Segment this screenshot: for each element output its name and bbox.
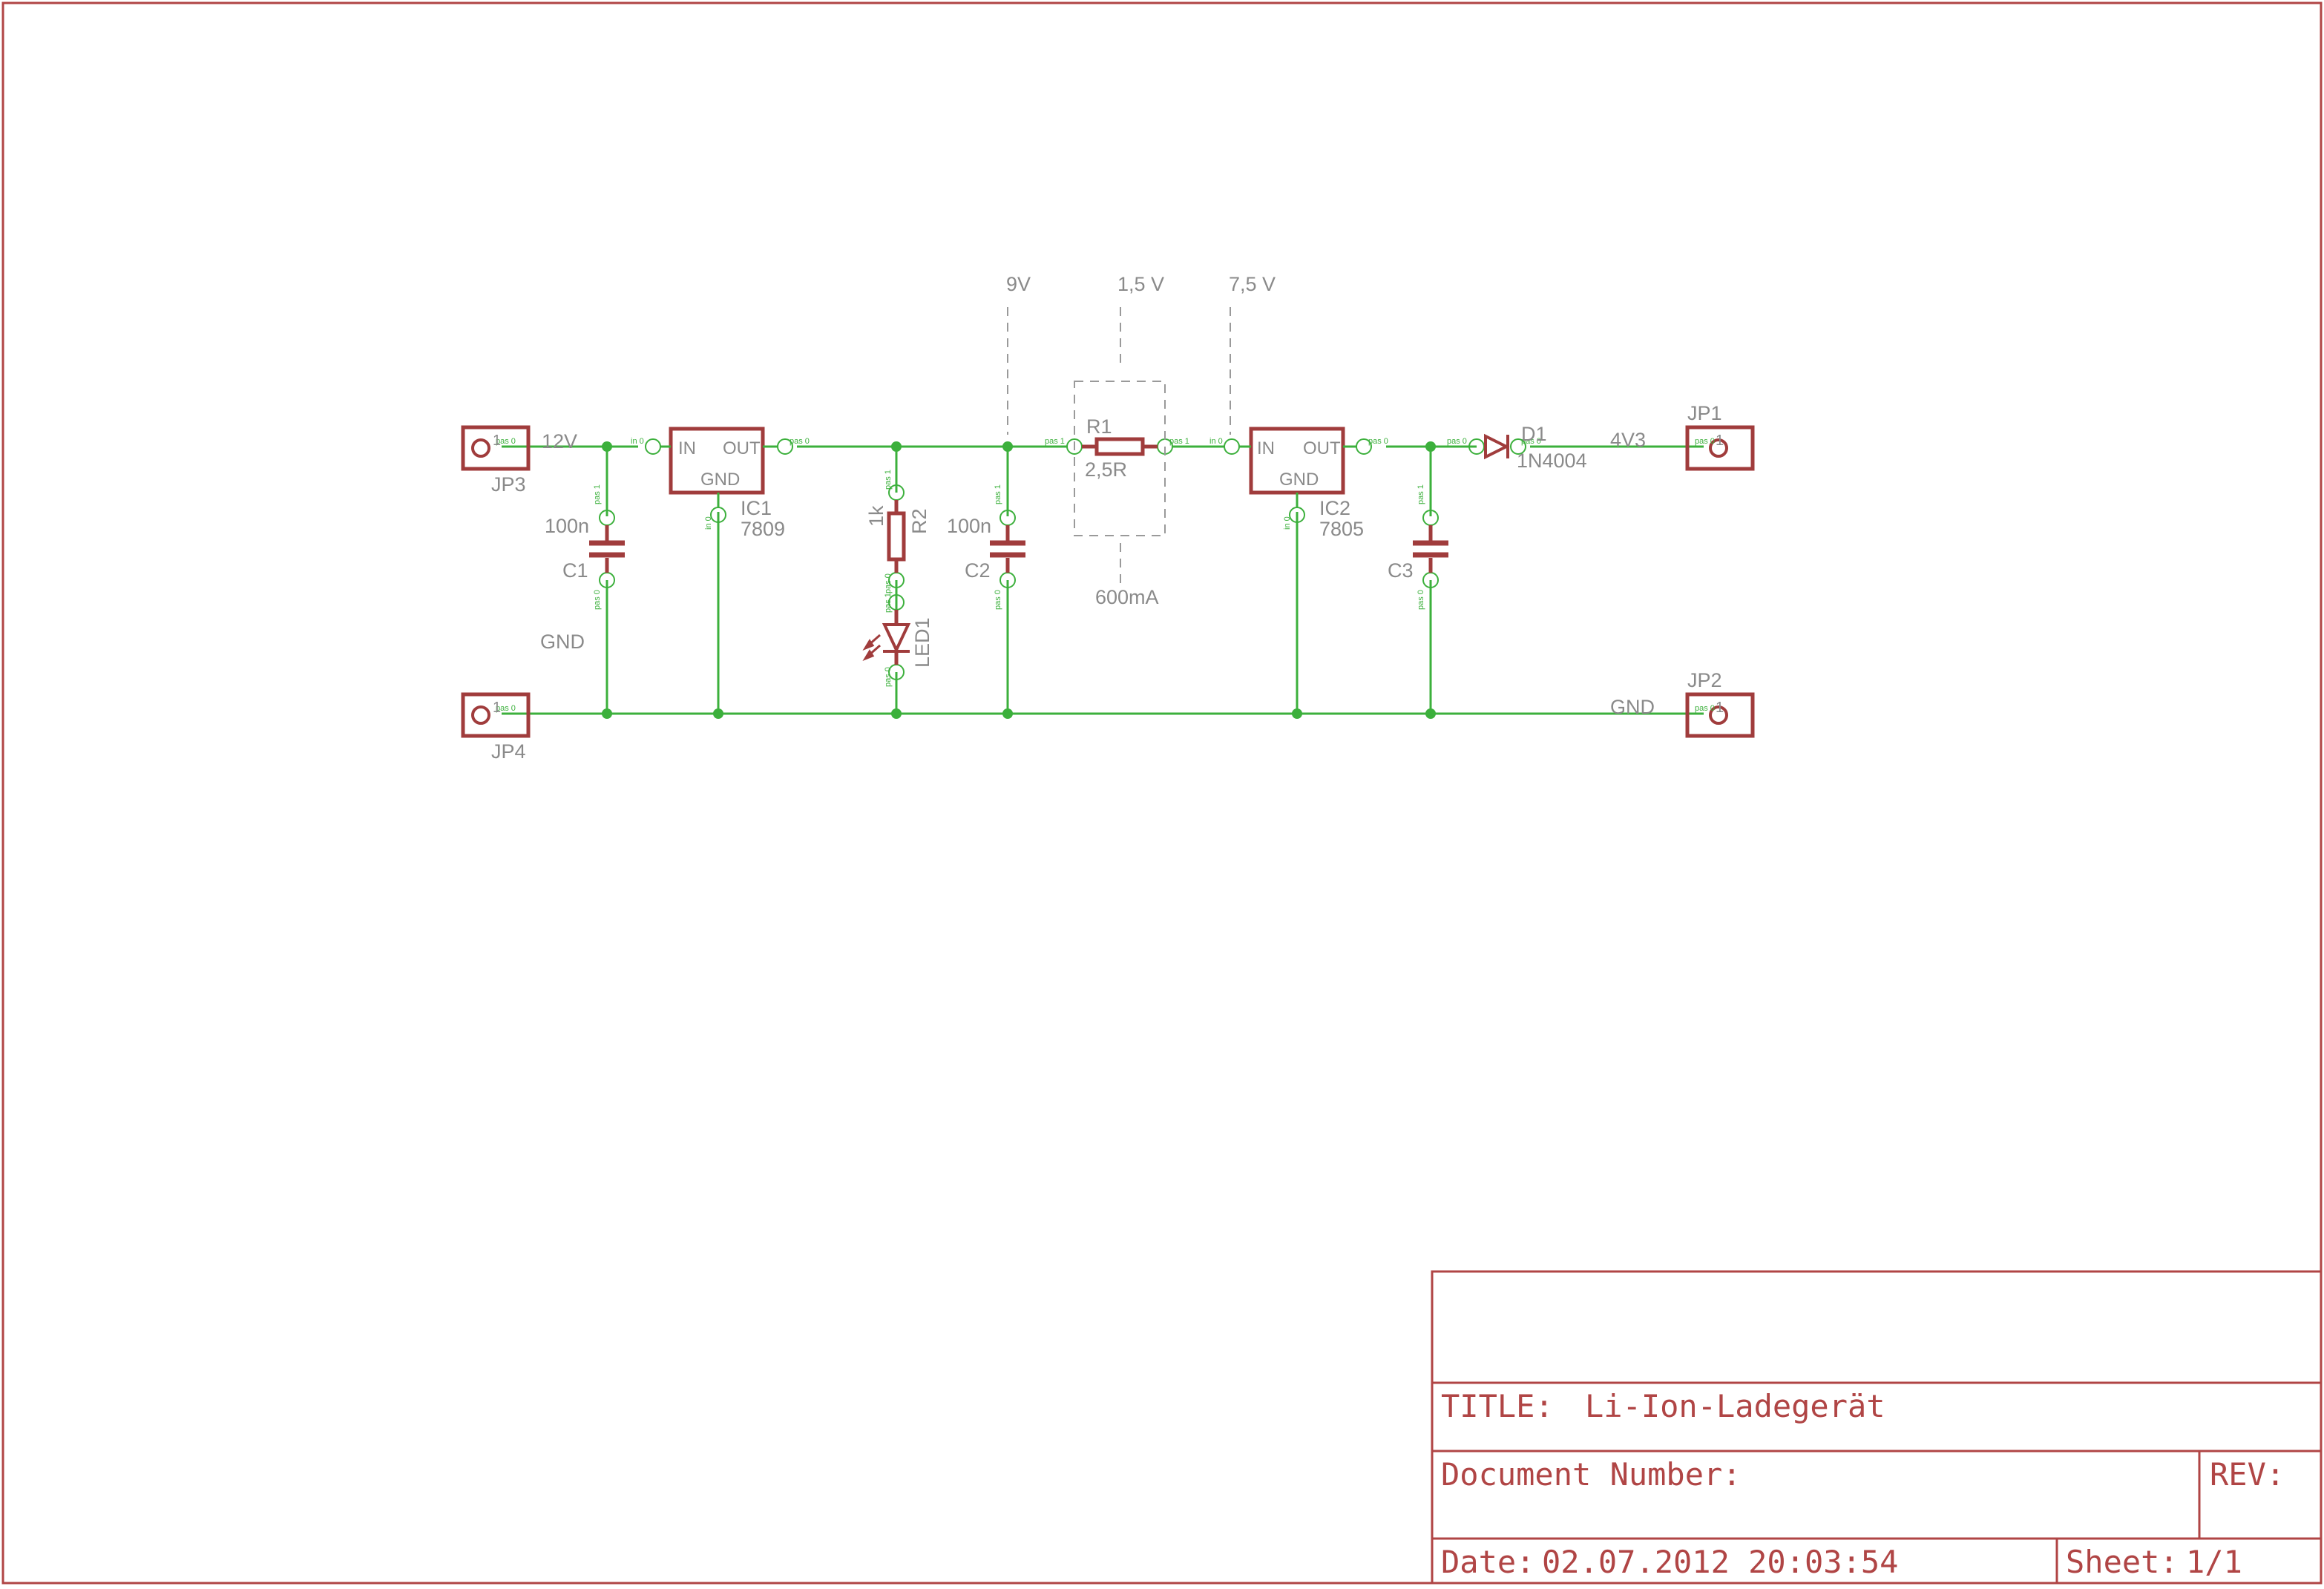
note-9v: 9V xyxy=(1006,273,1031,295)
jp1-label: JP1 xyxy=(1687,402,1722,424)
c3-label: C3 xyxy=(1388,559,1414,582)
connector-jp4: pas 0 1 JP4 xyxy=(461,692,531,763)
svg-text:pas 0: pas 0 xyxy=(1521,437,1541,446)
regulator-ic1: in 0 pas 0 in 0 IN OUT GND IC1 7809 xyxy=(631,427,810,540)
capacitor-c1: pas 1 pas 0 100n C1 xyxy=(545,484,625,610)
ic2-value: 7805 xyxy=(1319,518,1364,540)
date-label: Date: xyxy=(1441,1544,1534,1580)
ic1-value: 7809 xyxy=(741,518,785,540)
connector-jp2: pas 0 1 JP2 xyxy=(1685,669,1755,738)
svg-text:OUT: OUT xyxy=(723,438,761,458)
svg-text:pas 0: pas 0 xyxy=(1447,437,1467,446)
connector-jp1: pas 0 1 JP1 xyxy=(1685,402,1755,471)
wires xyxy=(502,445,1704,715)
d1-label: D1 xyxy=(1521,423,1547,445)
sheet-value: 1/1 xyxy=(2186,1544,2242,1580)
ic1-label: IC1 xyxy=(741,497,772,519)
net-label-4v3: 4V3 xyxy=(1610,429,1646,451)
diode-d1: pas 0 pas 0 D1 1N4004 xyxy=(1447,423,1587,472)
svg-text:pas 0: pas 0 xyxy=(1417,590,1425,610)
svg-text:pas 0: pas 0 xyxy=(496,437,516,446)
jp4-label: JP4 xyxy=(491,740,526,763)
svg-text:pas 0: pas 0 xyxy=(790,437,810,446)
svg-text:pas 1: pas 1 xyxy=(593,484,602,504)
net-label-12v: 12V xyxy=(542,430,577,453)
svg-text:pas 1: pas 1 xyxy=(1169,437,1189,446)
svg-text:pas 1: pas 1 xyxy=(1417,484,1425,504)
svg-text:pas 0: pas 0 xyxy=(496,704,516,713)
d1-value: 1N4004 xyxy=(1517,450,1587,472)
svg-text:pas 0: pas 0 xyxy=(1695,704,1715,713)
svg-text:1: 1 xyxy=(1716,700,1724,716)
r2-value: 1k xyxy=(865,505,887,527)
note-7-5v: 7,5 V xyxy=(1229,273,1276,295)
svg-text:in 0: in 0 xyxy=(704,516,713,530)
jp2-label: JP2 xyxy=(1687,669,1722,691)
svg-text:pas 1: pas 1 xyxy=(1045,437,1065,446)
svg-text:pas 0: pas 0 xyxy=(994,590,1002,610)
resistor-r2: pas 1 pas 0 1k R2 xyxy=(865,470,930,593)
c1-value: 100n xyxy=(545,515,589,537)
svg-text:GND: GND xyxy=(1279,470,1319,490)
svg-text:pas 0: pas 0 xyxy=(1695,437,1715,446)
svg-text:pas 1: pas 1 xyxy=(884,470,893,490)
svg-text:pas 0: pas 0 xyxy=(884,667,893,687)
document-number-label: Document Number: xyxy=(1441,1456,1742,1493)
svg-text:pas 0: pas 0 xyxy=(1368,437,1388,446)
net-label-gnd-right: GND xyxy=(1610,696,1655,718)
svg-text:1: 1 xyxy=(493,700,501,716)
c2-label: C2 xyxy=(965,559,991,582)
rev-label: REV: xyxy=(2210,1456,2285,1493)
svg-text:IN: IN xyxy=(678,438,696,458)
r1-value: 2,5R xyxy=(1085,458,1127,481)
r2-label: R2 xyxy=(908,508,930,534)
c2-value: 100n xyxy=(947,515,991,537)
svg-text:1: 1 xyxy=(1716,432,1724,449)
svg-text:in 0: in 0 xyxy=(1283,516,1292,530)
note-1-5v: 1,5 V xyxy=(1117,273,1164,295)
svg-text:GND: GND xyxy=(700,470,740,490)
voltage-notes: 9V 1,5 V 7,5 V 600mA xyxy=(1006,273,1276,608)
led-led1: pas 1 pas 0 LED1 xyxy=(862,593,933,687)
net-label-gnd-left: GND xyxy=(540,631,585,653)
sheet-label: Sheet: xyxy=(2066,1544,2179,1580)
svg-text:pas 1: pas 1 xyxy=(994,484,1002,504)
r1-label: R1 xyxy=(1086,415,1112,438)
regulator-ic2: in 0 pas 0 in 0 IN OUT GND IC2 7805 xyxy=(1209,427,1388,540)
svg-text:in 0: in 0 xyxy=(1209,437,1223,446)
title-block: TITLE: Li-Ion-Ladegerät Document Number:… xyxy=(1431,1270,2323,1585)
svg-text:OUT: OUT xyxy=(1303,438,1341,458)
svg-text:pas 0: pas 0 xyxy=(593,590,602,610)
title-label: TITLE: xyxy=(1441,1388,1554,1424)
title-value: Li-Ion-Ladegerät xyxy=(1585,1388,1885,1424)
junctions xyxy=(602,441,1436,719)
svg-text:pas 0: pas 0 xyxy=(884,573,893,593)
ic2-label: IC2 xyxy=(1319,497,1350,519)
capacitor-c2: pas 1 pas 0 100n C2 xyxy=(947,484,1025,610)
resistor-r1: pas 1 pas 1 R1 2,5R xyxy=(1045,415,1189,481)
capacitor-c3: pas 1 pas 0 C3 xyxy=(1388,484,1448,610)
svg-text:IN: IN xyxy=(1257,438,1275,458)
note-600ma: 600mA xyxy=(1095,586,1159,608)
svg-text:pas 1: pas 1 xyxy=(884,593,893,613)
svg-text:1: 1 xyxy=(493,432,501,449)
c1-label: C1 xyxy=(562,559,588,582)
date-value: 02.07.2012 20:03:54 xyxy=(1542,1544,1898,1580)
connector-jp3: pas 0 1 JP3 xyxy=(461,425,531,496)
jp3-label: JP3 xyxy=(491,473,526,496)
led1-label: LED1 xyxy=(911,617,933,668)
svg-text:in 0: in 0 xyxy=(631,437,644,446)
